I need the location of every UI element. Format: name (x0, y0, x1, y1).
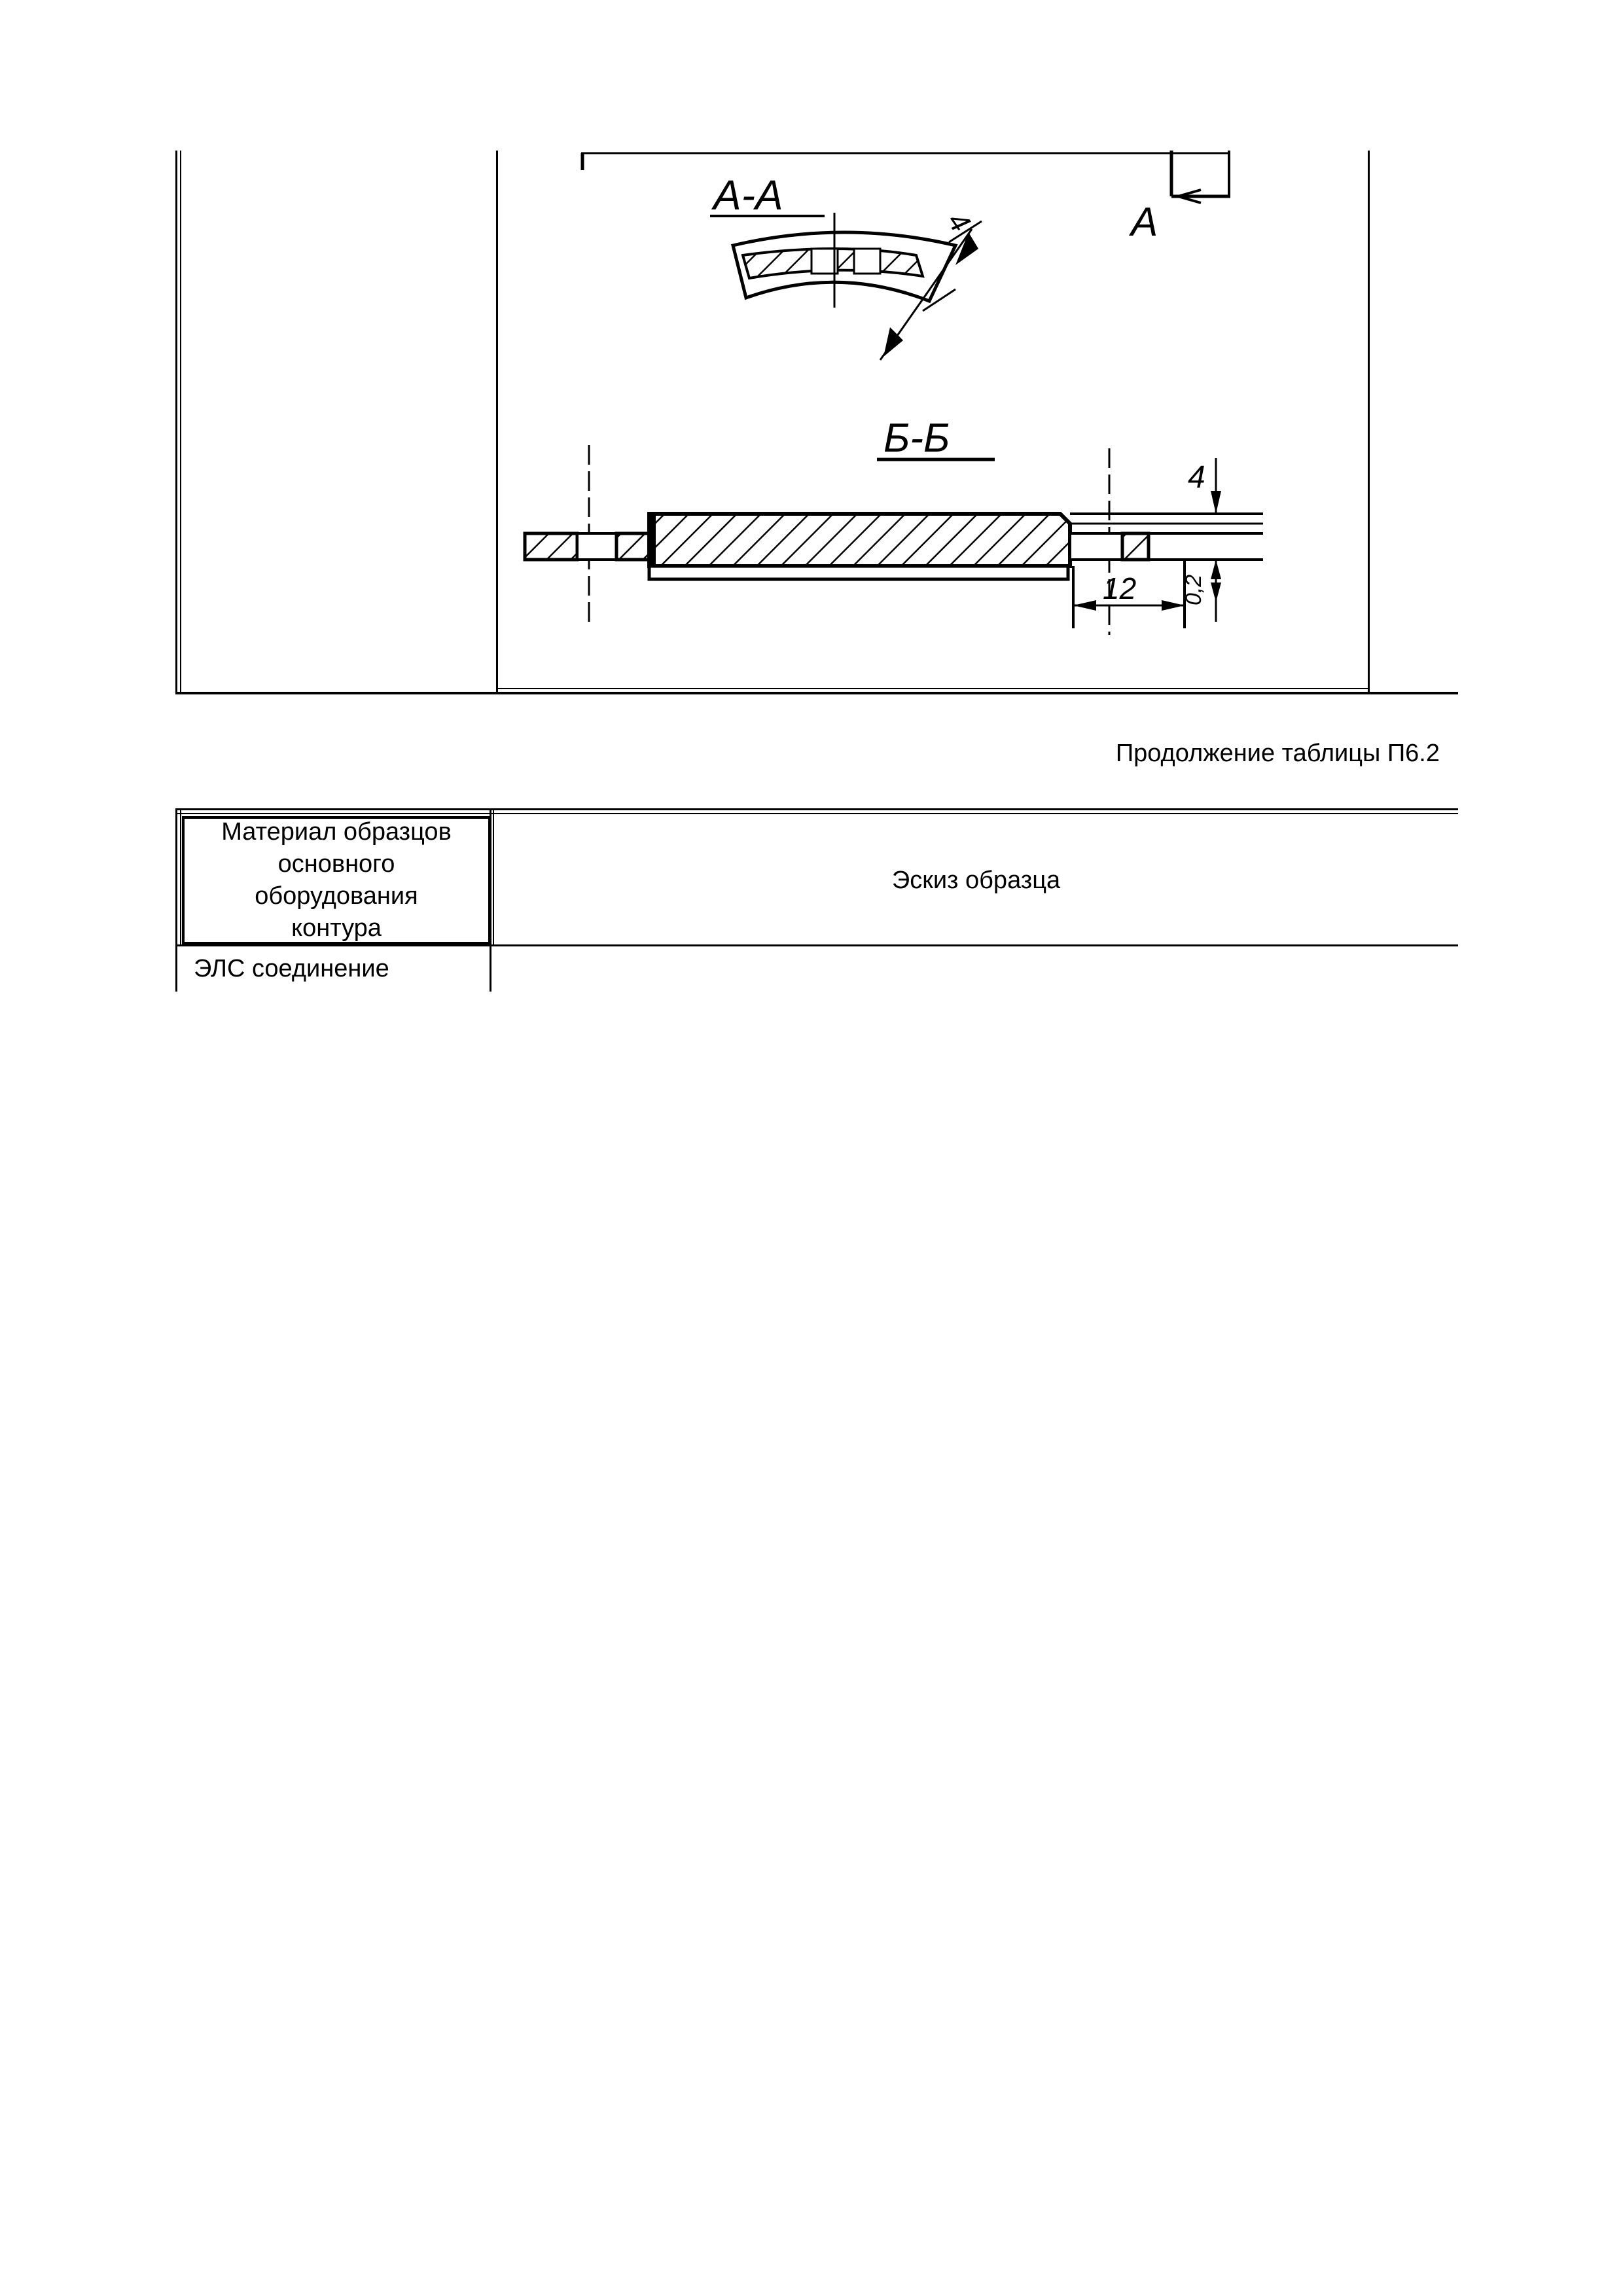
section-b-label: Б-Б (883, 416, 950, 461)
top-cut-line (580, 152, 1230, 170)
table-border-left-inner (180, 151, 181, 694)
view-arrow-a (1169, 151, 1230, 204)
table-continuation-caption: Продолжение таблицы П6.2 (1115, 740, 1440, 767)
table-border-bottom (175, 692, 1458, 694)
header-material-line: оборудования (255, 882, 418, 910)
table-border-top-inner (175, 813, 1458, 814)
section-b-profile (523, 445, 1263, 635)
table-border-top (175, 808, 1458, 810)
header-material-cell: Материал образцов основного оборудования… (182, 816, 491, 944)
dimension-0-2: 0,2 (1181, 575, 1206, 605)
row-material-cell: ЭЛС соединение (194, 955, 389, 982)
sample-sketch-drawing: А А-А 4 Б-Б (523, 151, 1263, 635)
dimension-4-top: 4 (941, 206, 976, 238)
table-fragment-top: А А-А 4 Б-Б (0, 0, 1623, 707)
table-border-left-inner (180, 808, 181, 946)
table-border-left (175, 808, 177, 992)
table-column-divider-right (1368, 151, 1370, 694)
table-border-bottom-inner (497, 688, 1369, 689)
header-material-line: Материал образцов (221, 818, 452, 846)
dimension-12: 12 (1103, 571, 1136, 605)
header-sketch-label: Эскиз образца (891, 866, 1061, 894)
table-border-left (175, 151, 177, 694)
table-fragment-bottom: Материал образцов основного оборудования… (0, 808, 1623, 992)
section-a-profile (730, 213, 982, 361)
view-marker-label: А (1128, 200, 1158, 245)
header-sketch-cell: Эскиз образца (494, 816, 1458, 944)
header-material-line: контура (291, 914, 382, 942)
table-column-divider-inner (493, 808, 494, 946)
table-frame: Материал образцов основного оборудования… (175, 808, 1458, 992)
section-a-label: А-А (711, 171, 783, 219)
table-column-divider (496, 151, 498, 694)
table-row-divider (175, 944, 1458, 946)
dimension-4-side: 4 (1188, 460, 1205, 495)
header-material-line: основного (277, 850, 395, 878)
